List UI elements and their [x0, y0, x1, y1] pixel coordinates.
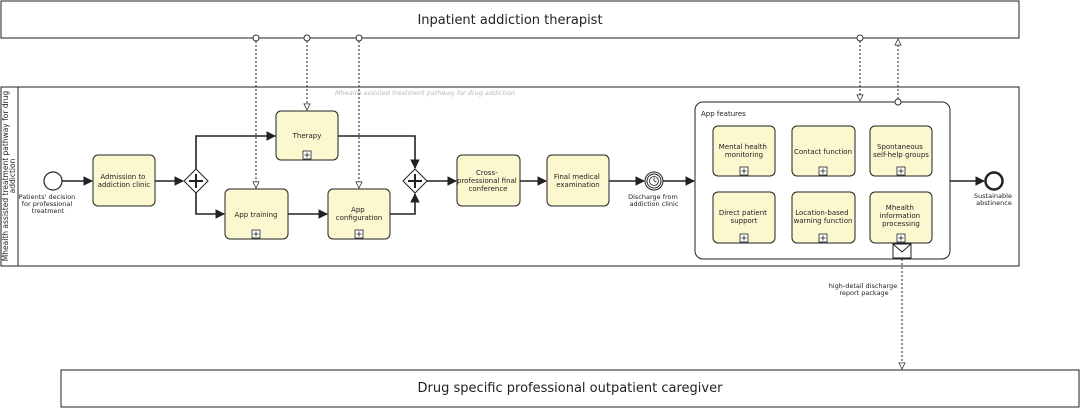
feature-mental-health-monitoring: [712, 125, 776, 177]
feature-label: Mental health monitoring: [719, 143, 769, 159]
message-flows: [253, 34, 902, 369]
feature-label: Spontaneous self-help groups: [873, 143, 929, 159]
subprocess-marker-icon: [896, 233, 906, 243]
sequence-flows: [62, 131, 985, 219]
task-therapy-label: Therapy: [292, 132, 322, 140]
task-conference-label: Cross- professional final conference: [457, 169, 519, 193]
pool-treatment-pathway: [0, 86, 1020, 267]
timer-event-label: Discharge from addiction clinic: [628, 193, 680, 208]
parallel-gateway-split: [183, 168, 209, 194]
timer-event-icon: [644, 171, 664, 191]
subprocess-marker-icon: [739, 166, 749, 176]
lane-watermark: Mhealth assisted treatment pathway for d…: [335, 89, 515, 97]
feature-contact-function: [791, 125, 856, 177]
subprocess-marker-icon: [896, 166, 906, 176]
feature-location-based-warning-function: [791, 191, 856, 244]
task-app-training-label: App training: [234, 211, 277, 219]
start-event: [43, 171, 63, 191]
subprocess-title: App features: [701, 110, 746, 118]
lane-label-line1: Mhealth assisted treatment pathway for d…: [1, 91, 10, 262]
subprocess-marker-icon: [818, 166, 828, 176]
pool-title-bottom: Drug specific professional outpatient ca…: [418, 381, 724, 396]
task-admission-label: Admission to addiction clinic: [98, 173, 151, 189]
feature-label: Location-based warning function: [794, 209, 853, 225]
parallel-gateway-join: [402, 168, 428, 194]
task-final-exam-label: Final medical examination: [554, 173, 602, 189]
message-flow-label: high-detail discharge report package: [829, 282, 900, 297]
subprocess-marker-icon: [354, 229, 364, 239]
feature-label: Mhealth information processing: [880, 204, 923, 228]
end-event: [984, 171, 1004, 191]
feature-spontaneous-self-help-groups: [869, 125, 933, 177]
subprocess-marker-icon: [302, 150, 312, 160]
feature-mhealth-information-processing: [869, 191, 933, 244]
message-envelope-icon: [892, 243, 912, 259]
subprocess-marker-icon: [251, 229, 261, 239]
subprocess-marker-icon: [818, 233, 828, 243]
pool-inpatient-therapist: [0, 0, 1020, 39]
end-event-label: Sustainable abstinence: [974, 192, 1014, 207]
lane-label-line2: addiction: [8, 158, 17, 193]
start-event-label: Patients' decision for professional trea…: [19, 193, 78, 215]
feature-direct-patient-support: [712, 191, 776, 244]
feature-label: Direct patient support: [719, 209, 769, 225]
feature-label: Contact function: [794, 148, 852, 156]
pool-outpatient-caregiver: [60, 369, 1080, 408]
task-app-configuration-label: App configuration: [336, 206, 382, 222]
subprocess-marker-icon: [739, 233, 749, 243]
pool-title-top: Inpatient addiction therapist: [417, 13, 602, 28]
